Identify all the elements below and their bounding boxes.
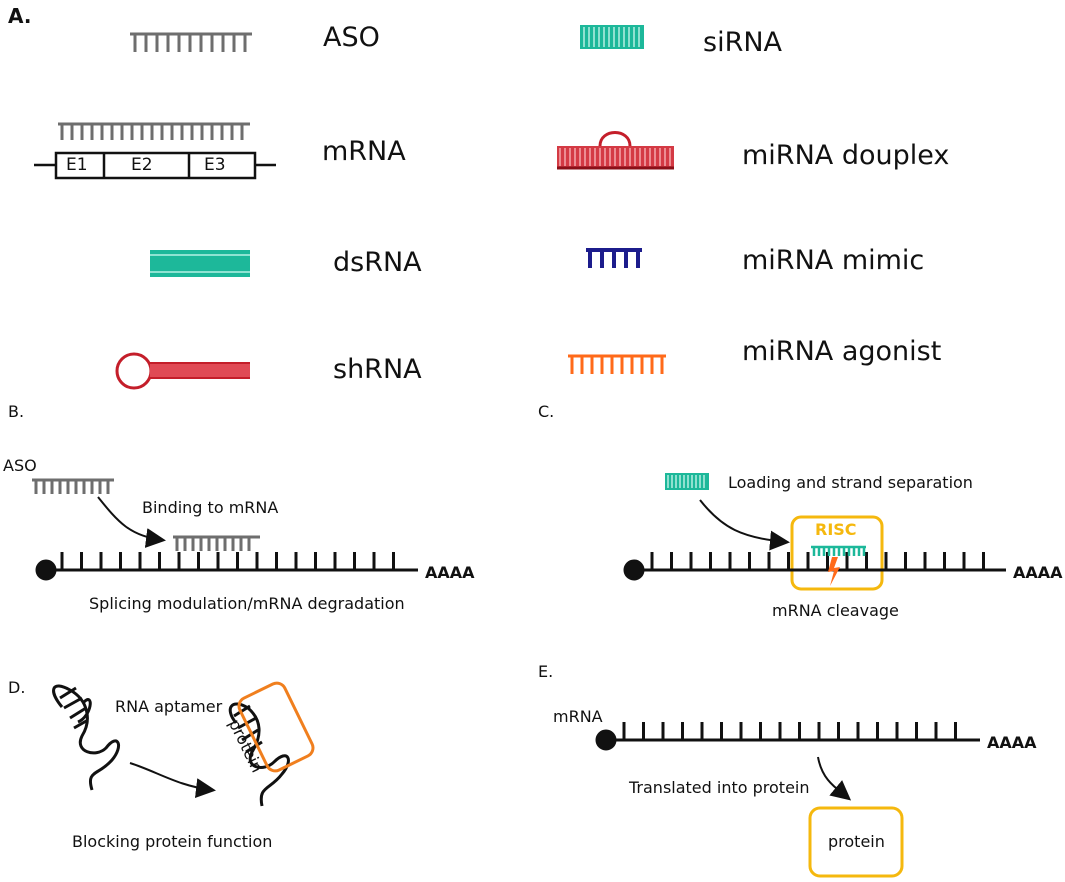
aso-glyph (130, 32, 252, 52)
splicing-label: Splicing modulation/mRNA degradation (89, 594, 405, 613)
panel-b-mrna-backbone (35, 552, 418, 581)
dsrna-glyph (150, 250, 250, 277)
mirna-agonist-label: miRNA agonist (742, 336, 942, 367)
panel-b-aso-label: ASO (3, 456, 37, 475)
loading-label: Loading and strand separation (728, 473, 973, 492)
risc-guide-strand (811, 545, 866, 556)
panel-e-arrow (817, 756, 852, 801)
risc-label: RISC (815, 520, 857, 539)
panel-a-tag: A. (8, 4, 32, 28)
binding-label: Binding to mRNA (142, 498, 279, 517)
panel-c-tag: C. (538, 402, 555, 421)
protein-label: protein (828, 832, 885, 851)
mrna-glyph (34, 122, 276, 180)
panel-c-sirna-glyph (665, 473, 709, 490)
mrna-label: mRNA (322, 136, 406, 167)
mirna-mimic-glyph (586, 248, 642, 268)
sirna-glyph (580, 25, 644, 49)
panel-d-tag: D. (8, 678, 26, 697)
exon-3-label: E3 (204, 155, 226, 175)
aso-label: ASO (323, 22, 380, 53)
protein-box (808, 806, 904, 878)
aptamer-icon (52, 684, 121, 791)
translated-label: Translated into protein (629, 778, 810, 797)
panel-b-aso-glyph (32, 478, 114, 494)
exon-2-label: E2 (131, 155, 153, 175)
sirna-label: siRNA (703, 27, 782, 58)
shrna-label: shRNA (333, 354, 422, 385)
cleavage-label: mRNA cleavage (772, 601, 899, 620)
cleavage-bolt-icon (828, 557, 840, 586)
mirna-mimic-label: miRNA mimic (742, 245, 925, 276)
dsrna-label: dsRNA (333, 247, 422, 278)
blocking-label: Blocking protein function (72, 832, 273, 851)
panel-e-mrna-label: mRNA (553, 707, 603, 726)
risc-box (790, 515, 884, 591)
shrna-glyph (115, 352, 250, 390)
mirna-duplex-glyph (557, 131, 674, 170)
bound-protein-box (237, 681, 315, 773)
panel-b-bound-aso (173, 535, 260, 551)
panel-e-polya-label: AAAA (987, 733, 1037, 752)
panel-c-mrna-backbone (623, 552, 1006, 581)
aptamer-label: RNA aptamer (115, 697, 223, 716)
panel-e-mrna-backbone (595, 722, 980, 751)
mirna-agonist-glyph (568, 354, 666, 374)
exon-1-label: E1 (66, 155, 88, 175)
panel-b-tag: B. (8, 402, 25, 421)
panel-c-polya-label: AAAA (1013, 563, 1063, 582)
panel-b-polya-label: AAAA (425, 563, 475, 582)
panel-c-arrow (699, 499, 790, 551)
panel-b-arrow (97, 496, 166, 548)
mirna-duplex-label: miRNA douplex (742, 140, 950, 171)
panel-e-tag: E. (538, 662, 554, 681)
panel-d-arrow (129, 762, 216, 799)
